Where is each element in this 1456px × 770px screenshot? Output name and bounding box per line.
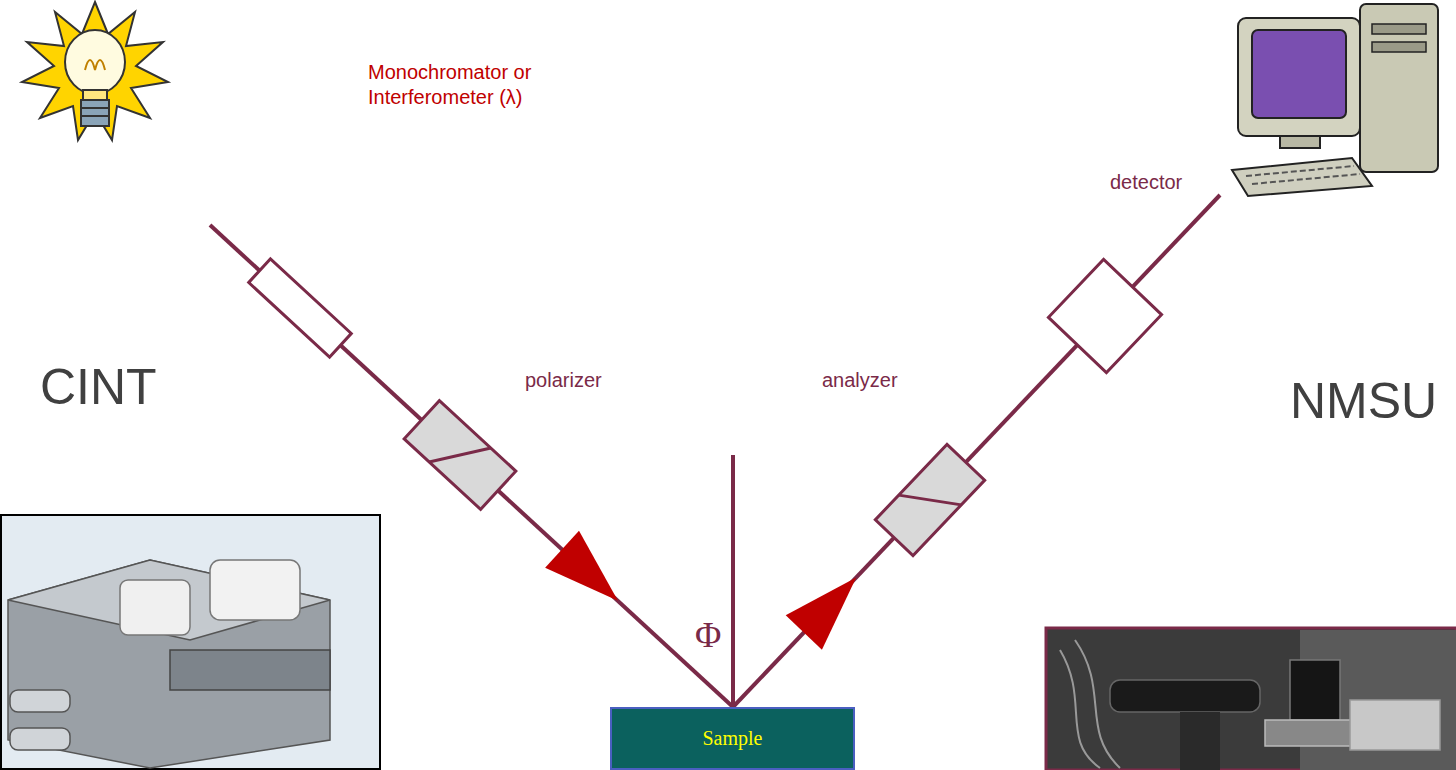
monitor-stand <box>1280 136 1320 148</box>
arrow-triangle <box>786 560 875 650</box>
prism-split <box>899 469 961 531</box>
source-module <box>120 580 190 635</box>
mount-post <box>1180 712 1220 770</box>
goniometer-head <box>1290 660 1340 720</box>
keyboard-keys <box>1246 166 1354 176</box>
tower-drive <box>1372 24 1426 34</box>
sample-box: Sample <box>610 707 855 770</box>
lab-name: CINT <box>40 362 157 412</box>
bulb-thread <box>81 107 109 109</box>
detector-body <box>1048 259 1161 372</box>
drive-cylinder <box>10 690 70 712</box>
lab-name: NMSU <box>1290 376 1437 426</box>
light-bulb-icon <box>22 2 168 140</box>
sample-stage <box>170 650 330 690</box>
nmsu-instrument-photo <box>1046 628 1456 770</box>
monitor-screen <box>1252 30 1346 118</box>
arrow-triangle <box>545 531 635 619</box>
analyzer-body <box>875 444 984 555</box>
photo-frame <box>1046 628 1456 770</box>
light-burst <box>22 2 168 140</box>
bulb-base <box>81 100 109 126</box>
surface-normal <box>731 455 735 707</box>
bulb-filament <box>85 60 105 70</box>
source-tube <box>1110 680 1260 712</box>
keyboard <box>1232 158 1372 196</box>
component-label: polarizer <box>525 368 602 392</box>
polarizer-prism <box>404 401 516 510</box>
keyboard-keys <box>1252 174 1360 184</box>
computer-icon <box>1232 4 1438 196</box>
bulb-neck <box>83 90 107 100</box>
node-text: Sample <box>703 727 763 750</box>
bulb-thread <box>81 115 109 117</box>
polarizer-body <box>404 401 516 510</box>
angle-symbol: Φ <box>695 616 721 656</box>
component-label: analyzer <box>822 368 898 392</box>
cint-instrument-photo <box>1 515 380 769</box>
detector-box <box>1048 259 1161 372</box>
incident-arrowhead <box>545 531 635 619</box>
bulb-glass <box>65 30 125 94</box>
instrument-top <box>8 560 330 640</box>
cables <box>1060 640 1120 768</box>
reflected-arrowhead <box>786 560 875 650</box>
detector-module <box>210 560 300 620</box>
component-label: Monochromator or Interferometer (λ) <box>368 60 558 110</box>
monochromator-body <box>249 259 352 357</box>
translation-stage <box>1350 700 1440 750</box>
drive-cylinder <box>10 728 70 750</box>
analyzer-prism <box>875 444 984 555</box>
monitor-body <box>1238 18 1360 136</box>
component-label: detector <box>1110 170 1182 194</box>
instrument-housing <box>8 560 330 768</box>
prism-split <box>429 424 491 487</box>
monochromator-box <box>249 259 352 357</box>
tower-drive <box>1372 42 1426 52</box>
computer-tower <box>1360 4 1438 172</box>
photo-frame <box>1 515 380 769</box>
